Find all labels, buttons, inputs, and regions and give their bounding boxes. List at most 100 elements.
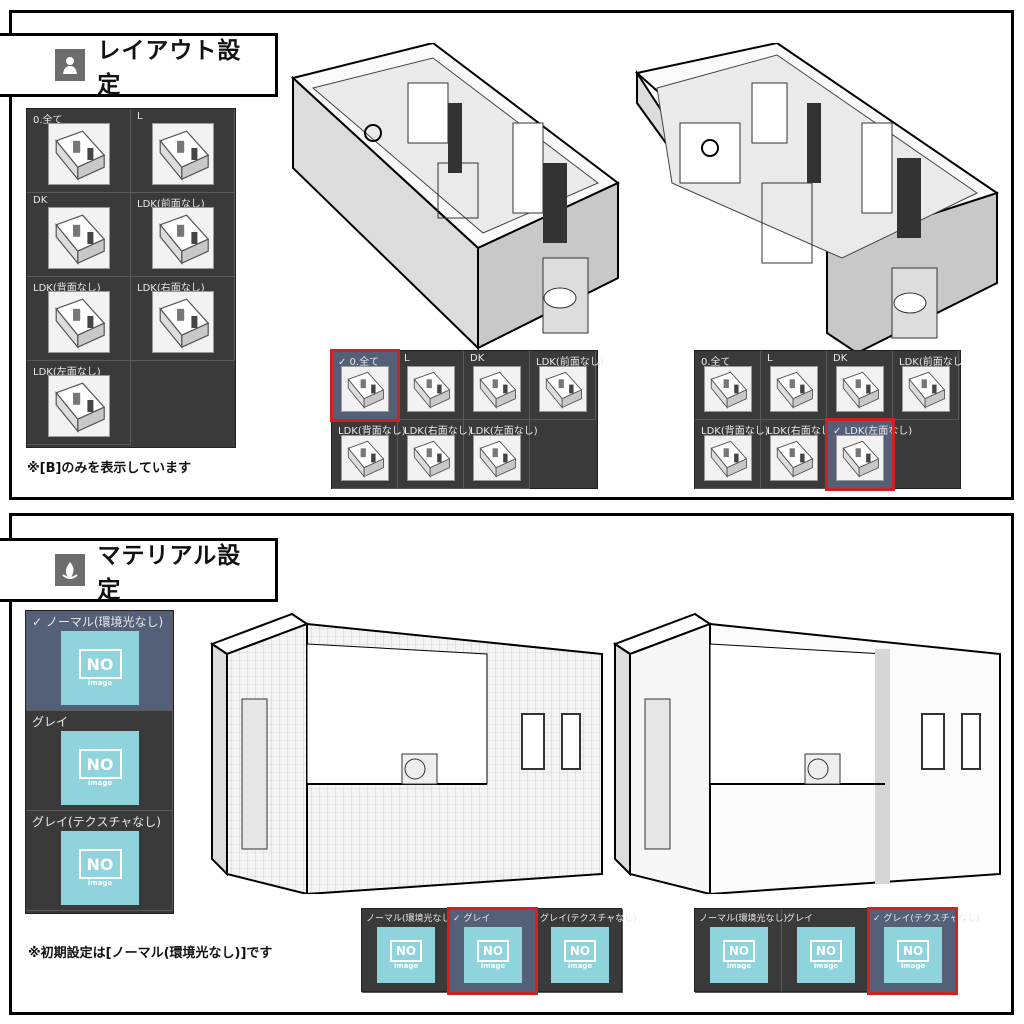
thumbnail-label: L xyxy=(137,111,143,122)
room-thumbnail xyxy=(770,435,818,481)
material-note: ※初期設定は[ノーマル(環境光なし)]です xyxy=(28,946,273,961)
thumbnail-item[interactable]: L xyxy=(398,351,464,420)
thumbnail-label: LDK(背面なし) xyxy=(338,426,406,437)
layout-strip-full: ✓ 0.全て L DK LDK(前面なし) LDK(背面なし)LDK(右面なし)LDK(… xyxy=(330,349,604,489)
thumbnail-item[interactable]: LDK(前面なし) xyxy=(530,351,604,420)
material-label: グレイ xyxy=(32,715,69,729)
room-scene-ldk-no-left xyxy=(634,43,999,355)
thumbnail-label: LDK(背面なし) xyxy=(33,283,101,294)
thumbnail-item[interactable]: LDK(右面なし) xyxy=(131,277,235,361)
thumbnail-item[interactable]: LDK(背面なし) xyxy=(695,420,769,489)
thumbnail-label: LDK(背面なし) xyxy=(701,426,769,437)
no-image-text: NO xyxy=(477,940,509,962)
no-image-subtext: image xyxy=(900,962,926,970)
no-image-text: NO xyxy=(810,940,842,962)
thumbnail-item[interactable]: LDK(右面なし) xyxy=(398,420,472,489)
thumbnail-label: LDK(右面なし) xyxy=(137,283,205,294)
material-label: グレイ(テクスチャなし) xyxy=(32,815,161,829)
no-image-text: NO xyxy=(78,749,122,779)
thumbnail-item[interactable]: DK xyxy=(827,351,893,420)
thumbnail-item[interactable]: ✓ LDK(左面なし) xyxy=(827,420,912,489)
thumbnail-item[interactable]: L xyxy=(761,351,827,420)
material-header: マテリアル設定 xyxy=(0,538,278,603)
no-image-subtext: image xyxy=(393,962,419,970)
room-thumbnail xyxy=(152,207,214,269)
room-thumbnail xyxy=(836,366,884,412)
thumbnail-item[interactable]: LDK(左面なし) xyxy=(464,420,538,489)
thumbnail-item[interactable]: DK xyxy=(464,351,530,420)
material-title: マテリアル設定 xyxy=(97,543,242,603)
layout-list-panel: 0.全て L DK LDK(前面なし) LDK(背面なし) LDK(右面なし) LDK(左面… xyxy=(26,108,236,448)
thumbnail-item[interactable]: DK xyxy=(27,193,131,277)
thumbnail-item[interactable]: L xyxy=(131,109,235,193)
selection-highlight xyxy=(447,907,538,995)
thumbnail-item[interactable]: 0.全て xyxy=(695,351,761,420)
thumbnail-label: ✓ LDK(左面なし) xyxy=(833,426,913,437)
thumbnail-label: 0.全て xyxy=(33,115,63,126)
thumbnail-item[interactable]: LDK(左面なし) xyxy=(27,361,131,445)
thumbnail-item[interactable]: LDK(背面なし) xyxy=(332,420,406,489)
thumbnail-label: L xyxy=(404,353,410,364)
thumbnail-label: L xyxy=(767,353,773,364)
room-thumbnail xyxy=(152,123,214,185)
room-thumbnail xyxy=(341,435,389,481)
thumbnail-item[interactable]: LDK(右面なし) xyxy=(761,420,835,489)
thumbnail-label: DK xyxy=(470,353,485,364)
room-thumbnail xyxy=(48,207,110,269)
room-thumbnail xyxy=(473,366,521,412)
thumbnail-item[interactable]: 0.全て xyxy=(27,109,131,193)
no-image-subtext: image xyxy=(480,962,506,970)
thumbnail-item[interactable]: LDK(前面なし) xyxy=(893,351,967,420)
no-image-subtext: image xyxy=(726,962,752,970)
thumbnail-label: LDK(右面なし) xyxy=(404,426,472,437)
material-label: グレイ(テクスチャなし) xyxy=(540,914,637,924)
thumbnail-label: DK xyxy=(833,353,848,364)
layout-note: ※[B]のみを表示しています xyxy=(27,461,192,476)
room-thumbnail xyxy=(407,435,455,481)
thumbnail-label: LDK(右面なし) xyxy=(767,426,835,437)
room-thumbnail xyxy=(407,366,455,412)
no-image-text: NO xyxy=(390,940,422,962)
material-label: ✓ グレイ xyxy=(453,914,491,924)
thumbnail-item[interactable]: ✓ 0.全て xyxy=(332,351,398,420)
room-thumbnail xyxy=(704,366,752,412)
thumbnail-item[interactable]: LDK(背面なし) xyxy=(27,277,131,361)
room-thumbnail xyxy=(902,366,950,412)
room-thumbnail xyxy=(152,291,214,353)
thumbnail-label: LDK(左面なし) xyxy=(470,426,538,437)
room-scene-full xyxy=(290,43,620,351)
thumbnail-label: LDK(前面なし) xyxy=(536,357,604,368)
thumbnail-label: 0.全て xyxy=(701,357,731,368)
layout-title: レイアウト設定 xyxy=(97,38,242,98)
room-thumbnail xyxy=(836,435,884,481)
building-scene-gray xyxy=(612,612,1001,894)
material-label: ノーマル(環境光なし) xyxy=(366,914,455,924)
thumbnail-label: LDK(前面なし) xyxy=(899,357,967,368)
material-label: ✓ ノーマル(環境光なし) xyxy=(32,615,164,629)
thumbnail-label: ✓ 0.全て xyxy=(338,357,380,368)
selection-highlight xyxy=(825,418,895,491)
room-thumbnail xyxy=(341,366,389,412)
no-image-subtext: image xyxy=(87,779,113,787)
no-image-text: NO xyxy=(78,649,122,679)
thumbnail-label: LDK(前面なし) xyxy=(137,199,205,210)
thumbnail-item[interactable]: LDK(前面なし) xyxy=(131,193,235,277)
